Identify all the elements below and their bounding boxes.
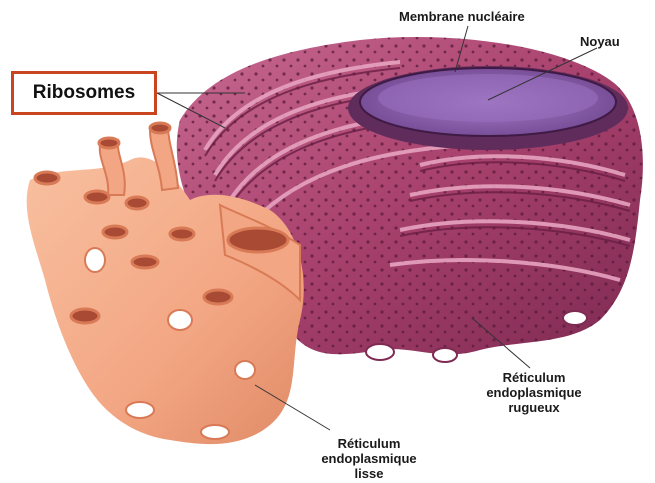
rough-er-label-line-3: rugueux [484, 400, 584, 415]
rough-er-label: Réticulum endoplasmique rugueux [484, 370, 584, 415]
smooth-er-label: Réticulum endoplasmique lisse [314, 436, 424, 481]
nucleus [348, 66, 628, 150]
smooth-er-label-line-2: endoplasmique [314, 451, 424, 466]
ribosomes-label: Ribosomes [33, 82, 135, 104]
rough-er-label-line-1: Réticulum [484, 370, 584, 385]
ribosomes-label-box: Ribosomes [11, 71, 157, 115]
smooth-er-label-line-1: Réticulum [314, 436, 424, 451]
rough-er-label-line-2: endoplasmique [484, 385, 584, 400]
nuclear-membrane-label: Membrane nucléaire [399, 9, 525, 24]
smooth-er-label-line-3: lisse [314, 466, 424, 481]
nucleus-label: Noyau [580, 34, 620, 49]
